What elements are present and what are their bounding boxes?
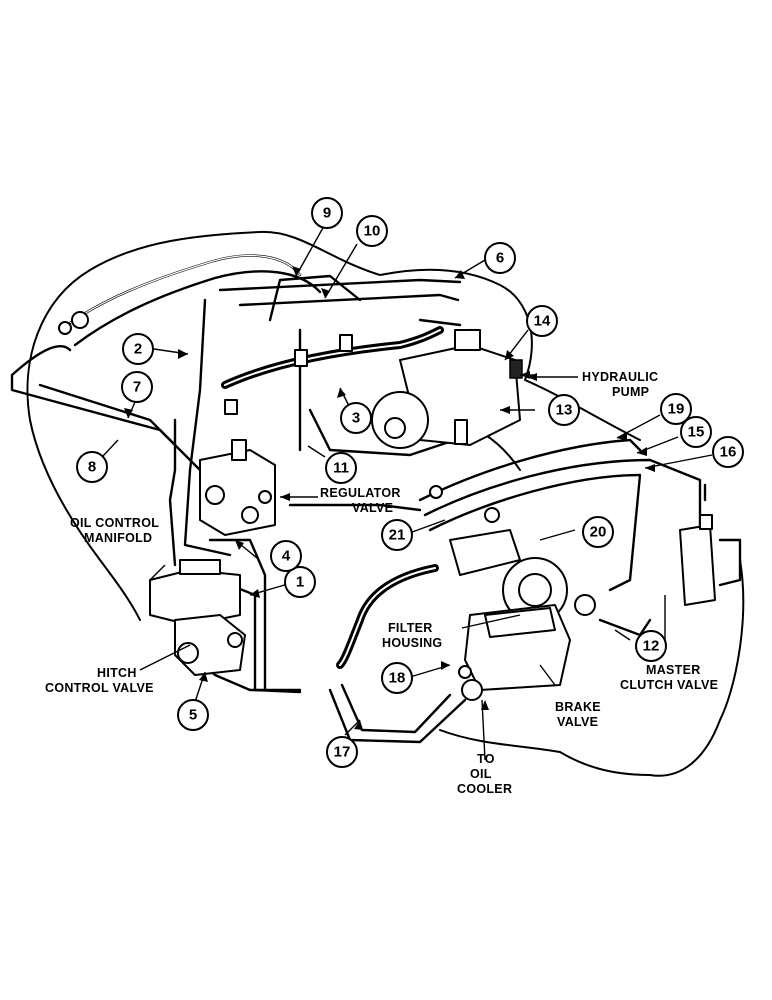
svg-text:3: 3 — [352, 410, 360, 427]
svg-text:PUMP: PUMP — [612, 385, 649, 399]
callout-10: 10 — [356, 215, 388, 247]
label-filter-housing: FILTER HOUSING — [382, 621, 442, 650]
callout-5: 5 — [177, 699, 209, 731]
svg-text:7: 7 — [133, 379, 141, 396]
svg-text:8: 8 — [88, 459, 96, 476]
svg-text:VALVE: VALVE — [352, 501, 393, 515]
svg-text:1: 1 — [296, 574, 304, 591]
svg-text:HYDRAULIC: HYDRAULIC — [582, 370, 658, 384]
oil-control-manifold — [149, 559, 241, 626]
fittings — [58, 311, 500, 701]
svg-text:19: 19 — [668, 401, 685, 418]
callout-2: 2 — [122, 333, 154, 365]
svg-text:MANIFOLD: MANIFOLD — [84, 531, 152, 545]
svg-text:16: 16 — [720, 444, 737, 461]
svg-text:REGULATOR: REGULATOR — [320, 486, 401, 500]
callout-14: 14 — [526, 305, 558, 337]
callout-21: 21 — [381, 519, 413, 551]
svg-text:21: 21 — [389, 527, 406, 544]
svg-text:OIL CONTROL: OIL CONTROL — [70, 516, 159, 530]
svg-text:HOUSING: HOUSING — [382, 636, 442, 650]
hitch-control-valve — [174, 614, 246, 676]
callout-4: 4 — [270, 540, 302, 572]
callout-7: 7 — [121, 371, 153, 403]
svg-text:COOLER: COOLER — [457, 782, 512, 796]
svg-text:20: 20 — [590, 524, 607, 541]
svg-text:HITCH: HITCH — [97, 666, 137, 680]
rigid-pipes — [10, 254, 742, 744]
callout-3: 3 — [340, 402, 372, 434]
callout-19: 19 — [660, 393, 692, 425]
callout-13: 13 — [548, 394, 580, 426]
callout-15: 15 — [680, 416, 712, 448]
callout-16: 16 — [712, 436, 744, 468]
label-oil-control-manifold: OIL CONTROL MANIFOLD — [70, 516, 159, 545]
svg-text:18: 18 — [389, 670, 406, 687]
callout-6: 6 — [484, 242, 516, 274]
svg-text:2: 2 — [134, 341, 142, 358]
callout-8: 8 — [76, 451, 108, 483]
callout-17: 17 — [326, 736, 358, 768]
svg-text:17: 17 — [334, 744, 351, 761]
label-regulator-valve: REGULATOR VALVE — [320, 486, 401, 515]
label-hydraulic-pump: HYDRAULIC PUMP — [527, 370, 658, 399]
svg-text:11: 11 — [333, 460, 349, 477]
svg-text:TO: TO — [477, 752, 495, 766]
svg-text:FILTER: FILTER — [388, 621, 433, 635]
svg-text:BRAKE: BRAKE — [555, 700, 601, 714]
svg-text:CONTROL VALVE: CONTROL VALVE — [45, 681, 154, 695]
svg-text:14: 14 — [534, 313, 551, 330]
callout-12: 12 — [635, 630, 667, 662]
svg-text:5: 5 — [189, 707, 197, 724]
svg-text:MASTER: MASTER — [646, 663, 701, 677]
arrowheads — [124, 266, 655, 730]
svg-text:10: 10 — [364, 223, 381, 240]
label-brake-valve: BRAKE VALVE — [555, 700, 601, 729]
regulator-valve — [199, 439, 276, 536]
svg-text:CLUTCH VALVE: CLUTCH VALVE — [620, 678, 718, 692]
callout-9: 9 — [311, 197, 343, 229]
svg-text:12: 12 — [643, 638, 660, 655]
label-to-oil-cooler: TO OIL COOLER — [457, 752, 512, 796]
svg-text:4: 4 — [282, 548, 291, 565]
callout-1: 1 — [284, 566, 316, 598]
label-hitch-control-valve: HITCH CONTROL VALVE — [45, 666, 154, 695]
svg-text:6: 6 — [496, 250, 504, 267]
svg-text:VALVE: VALVE — [557, 715, 598, 729]
flexible-hoses — [221, 326, 444, 669]
svg-text:15: 15 — [688, 424, 705, 441]
master-clutch-valve — [679, 514, 716, 606]
svg-text:OIL: OIL — [470, 767, 492, 781]
hydraulic-pump — [371, 329, 523, 449]
callout-20: 20 — [582, 516, 614, 548]
brake-valve — [464, 594, 596, 691]
svg-text:13: 13 — [556, 402, 573, 419]
callout-18: 18 — [381, 662, 413, 694]
callout-11: 11 — [325, 452, 357, 484]
label-master-clutch-valve: MASTER CLUTCH VALVE — [620, 663, 718, 692]
svg-text:9: 9 — [323, 205, 331, 222]
